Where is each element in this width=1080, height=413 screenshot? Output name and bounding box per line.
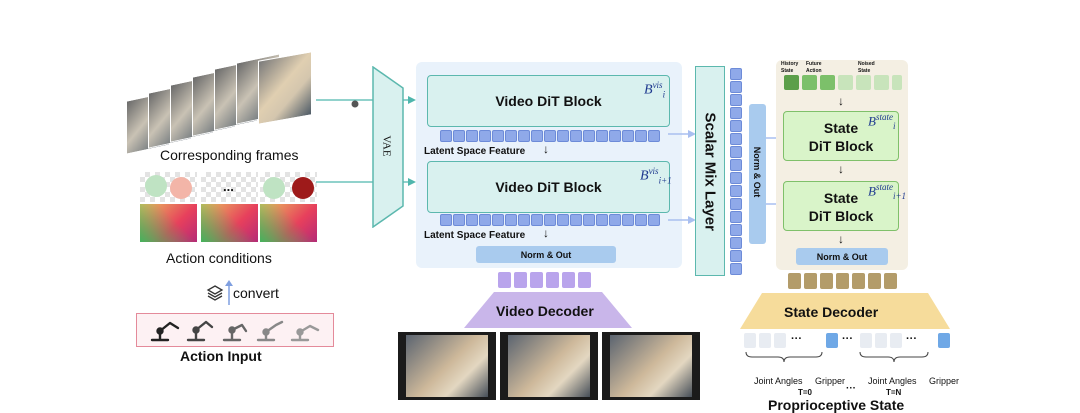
state-block-i-symbol: Bstatei: [868, 112, 896, 131]
latent-space-feature-label-2: Latent Space Feature: [424, 230, 526, 241]
state-decoder-label: State Decoder: [784, 304, 879, 320]
mix-norm-out: [749, 104, 766, 244]
convert-label: convert: [233, 285, 279, 301]
state-dit-block-2: State DiT Block: [783, 181, 899, 231]
ellipsis: ...: [223, 179, 234, 194]
video-decoder-tokens: [498, 272, 598, 288]
joint-angles-label-1: Joint Angles: [754, 376, 803, 386]
state-norm-out: Norm & Out: [796, 248, 888, 265]
action-input-label: Action Input: [180, 348, 262, 364]
state-decoder-shape: [740, 293, 950, 329]
latent-token-row-1: [440, 130, 680, 142]
video-decoder-label: Video Decoder: [496, 303, 594, 319]
arrow-icon: ↓: [838, 232, 844, 246]
joint-angles-label-2: Joint Angles: [868, 376, 917, 386]
gripper-label-2: Gripper: [929, 376, 960, 386]
layers-icon: [206, 285, 224, 301]
vis-block-i1-symbol: Bvisi+1: [640, 166, 672, 186]
clock-icon: [292, 177, 314, 199]
ellipsis: ···: [791, 333, 802, 345]
corresponding-frames-label: Corresponding frames: [160, 147, 299, 163]
clock-icon: [263, 177, 285, 199]
action-condition-tile-2: ...: [201, 172, 258, 242]
mix-arrows: [668, 130, 696, 224]
scalar-mix-layer-label: Scalar Mix Layer: [701, 112, 719, 231]
state-dit-panel: [776, 60, 908, 270]
vis-block-i-symbol: Bvisi: [644, 80, 666, 100]
clock-icon: [170, 177, 192, 199]
latent-space-feature-label-1: Latent Space Feature: [424, 146, 526, 157]
noised-state-label: Noised State: [858, 61, 875, 74]
ellipsis: ···: [842, 333, 853, 345]
video-decoder-shape: [464, 292, 632, 328]
video-dit-block-1-label: Video DiT Block: [495, 93, 602, 109]
action-conditions-label: Action conditions: [166, 250, 272, 266]
video-dit-block-2-label: Video DiT Block: [495, 179, 602, 195]
state-block-i1-symbol: Bstatei+1: [868, 182, 907, 201]
clock-icon: [145, 175, 167, 197]
video-dit-block-1: Video DiT Block: [427, 75, 670, 127]
state-output-sequence: ··· ··· ···: [744, 333, 954, 349]
video-dit-block-2: Video DiT Block: [427, 161, 670, 213]
gripper-label-1: Gripper: [815, 376, 846, 386]
output-frame-1: [398, 332, 496, 400]
ellipsis: ···: [906, 333, 917, 345]
state-dit-block-1: State DiT Block: [783, 111, 899, 161]
arrow-icon: ↓: [543, 226, 549, 240]
output-frame-3: [602, 332, 700, 400]
mixed-token-column: [730, 68, 743, 275]
add-icon: [351, 100, 359, 108]
arrow-icon: ↓: [838, 162, 844, 176]
action-condition-tile-3: [260, 172, 317, 242]
state-input-tokens: [784, 75, 904, 91]
history-state-label: History State: [781, 61, 799, 74]
vae-label: VAE: [380, 135, 393, 157]
mix-norm-out-label: Norm & Out: [752, 146, 762, 198]
state-decoder-tokens: [788, 273, 904, 289]
action-condition-tile-1: [140, 172, 197, 242]
arrow-icon: [225, 280, 233, 305]
video-norm-out: Norm & Out: [476, 246, 616, 263]
ellipsis: ···: [846, 383, 856, 394]
tn-label: T=N: [886, 388, 902, 397]
arrow-icon: ↓: [543, 142, 549, 156]
robot-arm-icons: [150, 320, 320, 342]
latent-token-row-2: [440, 214, 680, 226]
scalar-mix-layer: [695, 66, 725, 276]
arrow-icon: ↓: [838, 94, 844, 108]
future-action-label: Future Action: [806, 61, 822, 74]
bottom-caption-partial: Proprioceptive State: [768, 397, 905, 413]
sequence-braces: [745, 351, 929, 363]
output-frame-2: [500, 332, 598, 400]
t0-label: T=0: [798, 388, 813, 397]
vae-block: [372, 66, 404, 228]
corresponding-frames-stack: [126, 51, 316, 155]
